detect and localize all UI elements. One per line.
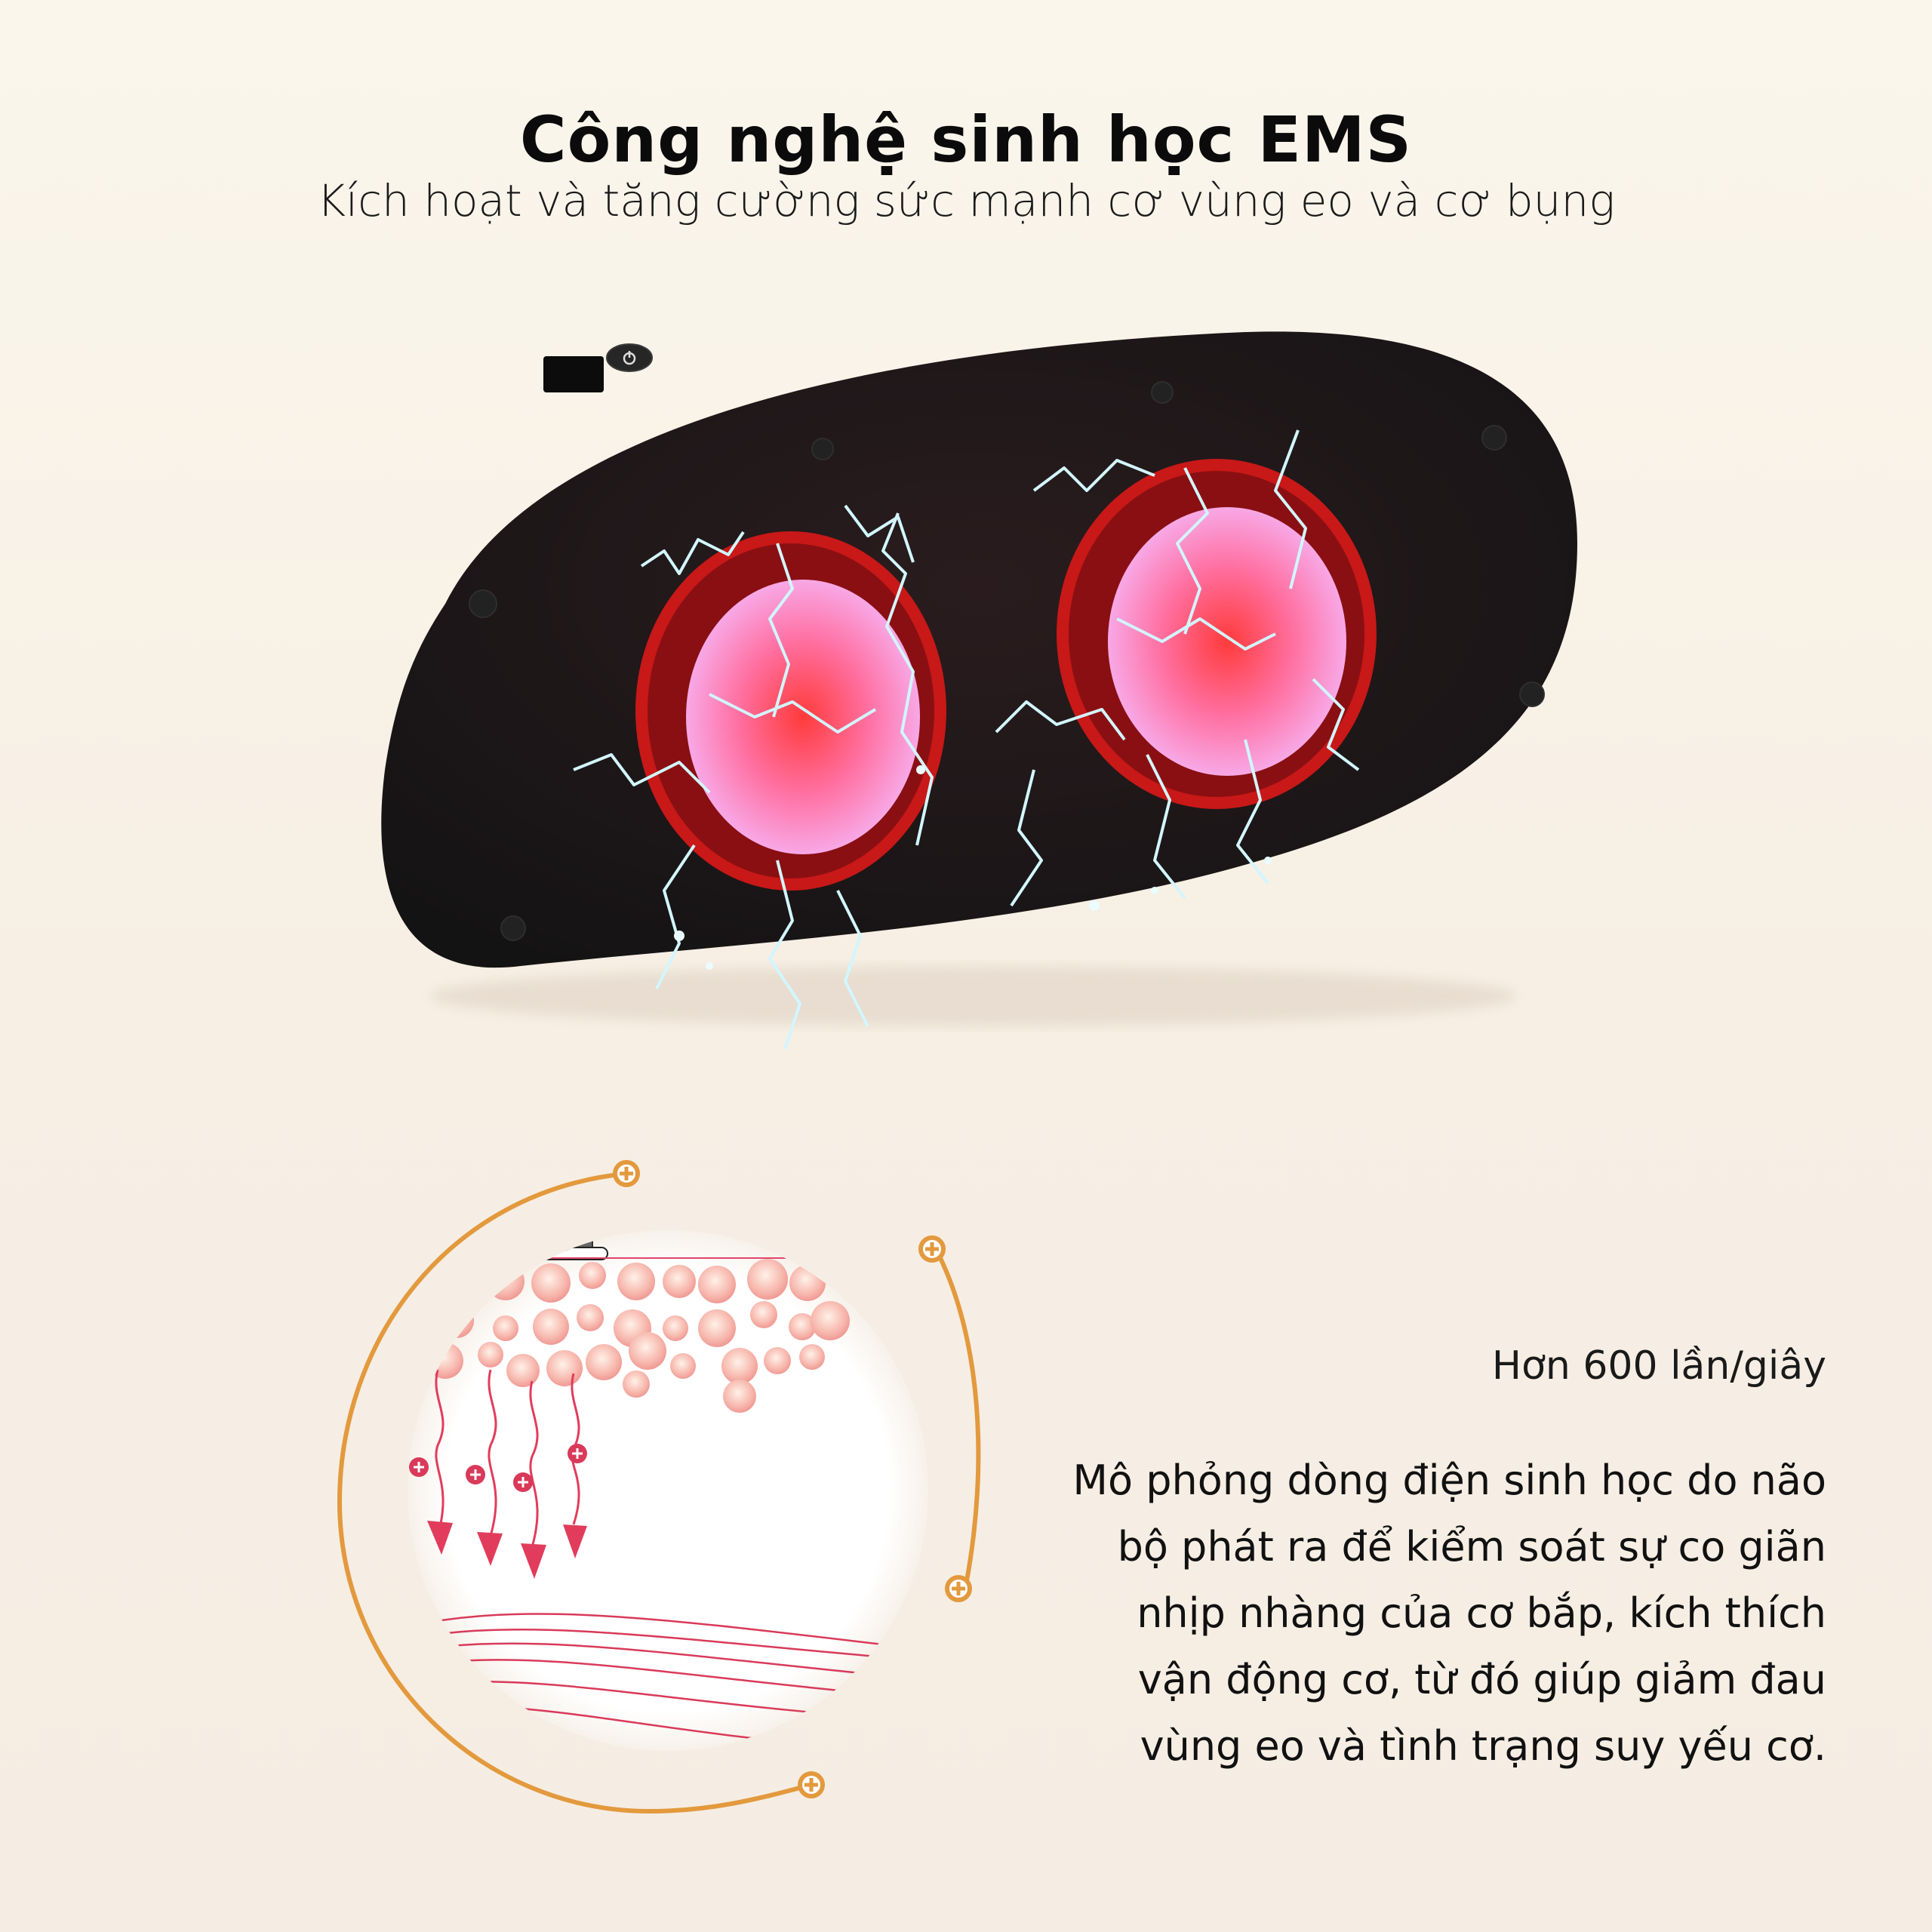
current-arrows	[435, 1369, 580, 1548]
electrode-pad	[451, 1233, 593, 1251]
frequency-label: Hơn 600 lần/giây	[1491, 1343, 1826, 1389]
page-subtitle: Kích hoạt và tăng cường sức mạnh cơ vùng…	[316, 175, 1616, 226]
ems-diagram	[337, 1160, 981, 1814]
ems-description: Mô phỏng dòng điện sinh học do não bộ ph…	[921, 1447, 1826, 1780]
ems-device-image	[381, 331, 1577, 1050]
page-title: Công nghệ sinh học EMS	[519, 103, 1413, 177]
orbit-lines	[337, 1171, 981, 1814]
device-body	[381, 331, 1577, 968]
description-line: nhịp nhàng của cơ bắp, kích thích	[1137, 1589, 1826, 1637]
power-icon	[623, 351, 636, 365]
electrode-pad-right	[1057, 459, 1377, 809]
electrode-pad-left	[635, 531, 946, 891]
plus-node-icons	[613, 1160, 972, 1798]
usb-port	[543, 356, 604, 392]
description-line: vận động cơ, từ đó giúp giảm đau	[1137, 1656, 1826, 1703]
lightning-effects	[573, 429, 1360, 1050]
description-line: bộ phát ra để kiểm soát sự co giãn	[1117, 1523, 1826, 1571]
description-line: Mô phỏng dòng điện sinh học do não	[1072, 1457, 1826, 1504]
power-button[interactable]	[606, 343, 653, 372]
description-line: vùng eo và tình trạng suy yếu cơ.	[1140, 1722, 1826, 1770]
positive-ion-icons	[409, 1444, 587, 1492]
